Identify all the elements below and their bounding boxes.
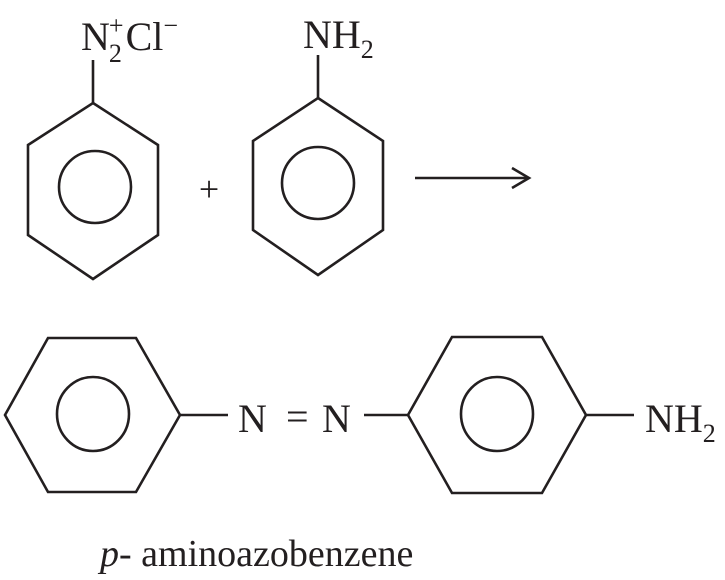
- aromatic-circle: [57, 149, 133, 225]
- caption: p- aminoazobenzene: [97, 533, 413, 575]
- diazonium-label: N2+Cl−: [81, 11, 178, 68]
- reaction-arrow: [415, 166, 532, 190]
- p-aminoazobenzene: N = N NH2: [3, 335, 716, 495]
- benzene-ring: [26, 101, 160, 281]
- plus-sign: +: [199, 169, 219, 209]
- benzene-ring: [406, 335, 588, 495]
- azo-n2: N: [322, 396, 351, 441]
- benzenediazonium-chloride: N2+Cl−: [26, 11, 178, 281]
- azo-n1: N: [238, 396, 267, 441]
- benzene-ring: [3, 336, 182, 494]
- aromatic-circle: [55, 375, 131, 453]
- aniline: NH2: [251, 12, 385, 277]
- benzene-ring: [251, 96, 385, 277]
- aromatic-circle: [459, 375, 535, 453]
- aromatic-circle: [280, 145, 356, 221]
- amino-label: NH2: [645, 396, 716, 448]
- amino-label: NH2: [303, 12, 374, 64]
- azo-double-bond: =: [286, 394, 309, 439]
